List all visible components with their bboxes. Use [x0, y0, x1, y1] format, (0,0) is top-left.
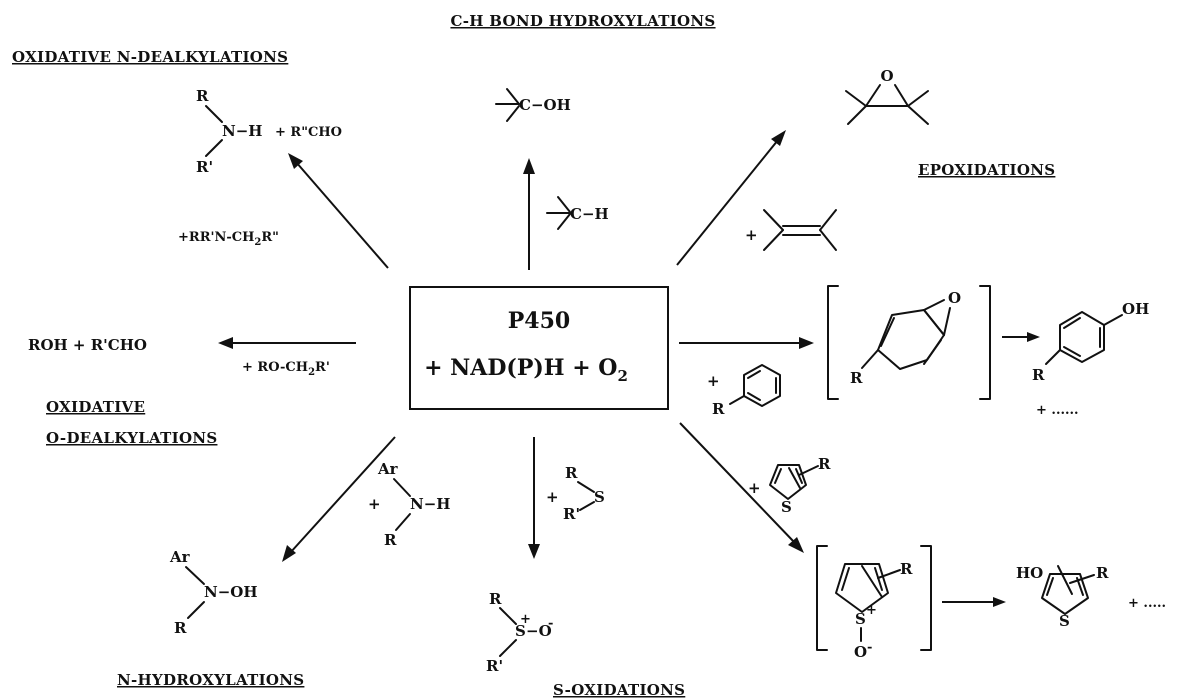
- s-ox-S: S: [594, 488, 605, 506]
- o-dealk-reagent: + RO-CH2R': [242, 360, 330, 378]
- ch-substrate: C−H: [570, 205, 609, 223]
- n-hydrox-NH: N−H: [410, 495, 450, 513]
- s-ox-R1: R': [563, 505, 580, 523]
- arrowhead-s-oxidation: [528, 544, 540, 559]
- thio-int-O: O: [854, 643, 867, 661]
- arrowhead-thiophene-oxidation: [788, 537, 804, 553]
- n-hydrox-product-Ar: Ar: [169, 548, 191, 566]
- arrowhead-ch-hydroxylation: [523, 158, 535, 174]
- arrowhead-phenol: [1027, 332, 1040, 342]
- n-dealkylation-group: R N−H + R"CHO R' +RR'N-CH2R": [178, 87, 342, 248]
- s-ox-R: R: [565, 464, 578, 482]
- arrowhead-o-dealkylation: [218, 337, 233, 349]
- arene-group: O R OH R + ...... + R: [707, 285, 1149, 418]
- center-box: P450 + NAD(P)H + O2: [409, 286, 669, 410]
- phenol-OH: OH: [1122, 300, 1149, 318]
- arene-plus: +: [707, 372, 720, 390]
- arrowhead-epoxidation: [771, 130, 786, 146]
- o-dealkylation-group: ROH + R'CHO + RO-CH2R': [28, 336, 330, 378]
- arrow-n-hydroxylation: [289, 436, 396, 554]
- heading-o-dealkylations-2: O-DEALKYLATIONS: [46, 429, 217, 447]
- heading-n-dealkylations: OXIDATIVE N-DEALKYLATIONS: [12, 48, 288, 66]
- s-ox-product-plus: +: [520, 612, 531, 627]
- s-oxidation-group: + R S R' R S + −O - R': [486, 464, 605, 675]
- arrow-epoxidation: [676, 139, 779, 266]
- n-hydrox-R: R: [384, 531, 397, 549]
- arrowhead-n-dealkylation: [288, 153, 303, 169]
- center-title: P450: [508, 308, 570, 334]
- arrowhead-n-hydroxylation: [282, 545, 296, 562]
- thio-prod-HO: HO: [1016, 564, 1043, 582]
- s-ox-product-minus: -: [548, 616, 553, 631]
- phenol-R: R: [1032, 366, 1045, 384]
- heading-ch-hydroxylations: C-H BOND HYDROXYLATIONS: [450, 12, 715, 30]
- s-ox-product-S: S: [515, 622, 526, 640]
- heading-epoxidations: EPOXIDATIONS: [918, 161, 1055, 179]
- thio-sub-R: R: [818, 455, 831, 473]
- s-ox-product-R1: R': [486, 657, 503, 675]
- benzene-R: R: [712, 400, 725, 418]
- epoxidation-group: O +: [745, 67, 929, 251]
- thio-int-O-minus: -: [867, 640, 872, 655]
- arrow-thiophene-oxidation: [679, 422, 796, 544]
- epox-plus: +: [745, 226, 758, 244]
- arene-oxide-R: R: [850, 369, 863, 387]
- thio-int-R: R: [900, 560, 913, 578]
- n-dealk-R1: R': [196, 158, 213, 176]
- arrowhead-hydroxythiophene: [993, 597, 1006, 607]
- reaction-arrows: [218, 130, 1040, 607]
- thio-plus: +: [748, 479, 761, 497]
- arene-oxide-oxygen: O: [948, 289, 961, 307]
- thiophene-group: + S R R S + O - HO R S + .....: [748, 455, 1166, 661]
- arrow-n-dealkylation: [295, 161, 389, 269]
- heading-s-oxidations: S-OXIDATIONS: [553, 681, 685, 699]
- ch-product: C−OH: [519, 96, 571, 114]
- n-hydrox-plus: +: [368, 495, 381, 513]
- thio-prod-R: R: [1096, 564, 1109, 582]
- heading-o-dealkylations-1: OXIDATIVE: [46, 398, 145, 416]
- ch-hydroxylation-group: C−OH C−H: [495, 88, 609, 230]
- n-dealk-reagent: +RR'N-CH2R": [178, 230, 279, 248]
- n-hydrox-product-NOH: N−OH: [204, 583, 258, 601]
- s-ox-plus: +: [546, 488, 559, 506]
- thio-prod-S: S: [1059, 612, 1070, 630]
- arene-plus-more: + ......: [1036, 403, 1079, 418]
- n-dealk-NH: N−H: [222, 122, 262, 140]
- arrowhead-arene-oxidation: [799, 337, 814, 349]
- thio-plus-more: + .....: [1128, 596, 1166, 611]
- epox-oxygen: O: [880, 67, 893, 85]
- n-hydrox-Ar: Ar: [377, 460, 399, 478]
- center-cofactors: + NAD(P)H + O2: [424, 355, 628, 385]
- n-dealk-aldehyde: + R"CHO: [275, 125, 342, 140]
- n-hydroxylation-group: Ar + N−H R Ar N−OH R: [169, 460, 450, 637]
- thio-sub-S: S: [781, 498, 792, 516]
- s-ox-product-R: R: [489, 590, 502, 608]
- o-dealk-product: ROH + R'CHO: [28, 336, 147, 354]
- n-dealk-R: R: [196, 87, 209, 105]
- s-ox-product-O: −O: [526, 622, 552, 640]
- n-hydrox-product-R: R: [174, 619, 187, 637]
- thio-int-S: S: [855, 610, 866, 628]
- thio-int-S-plus: +: [866, 603, 877, 618]
- heading-n-hydroxylations: N-HYDROXYLATIONS: [117, 671, 304, 689]
